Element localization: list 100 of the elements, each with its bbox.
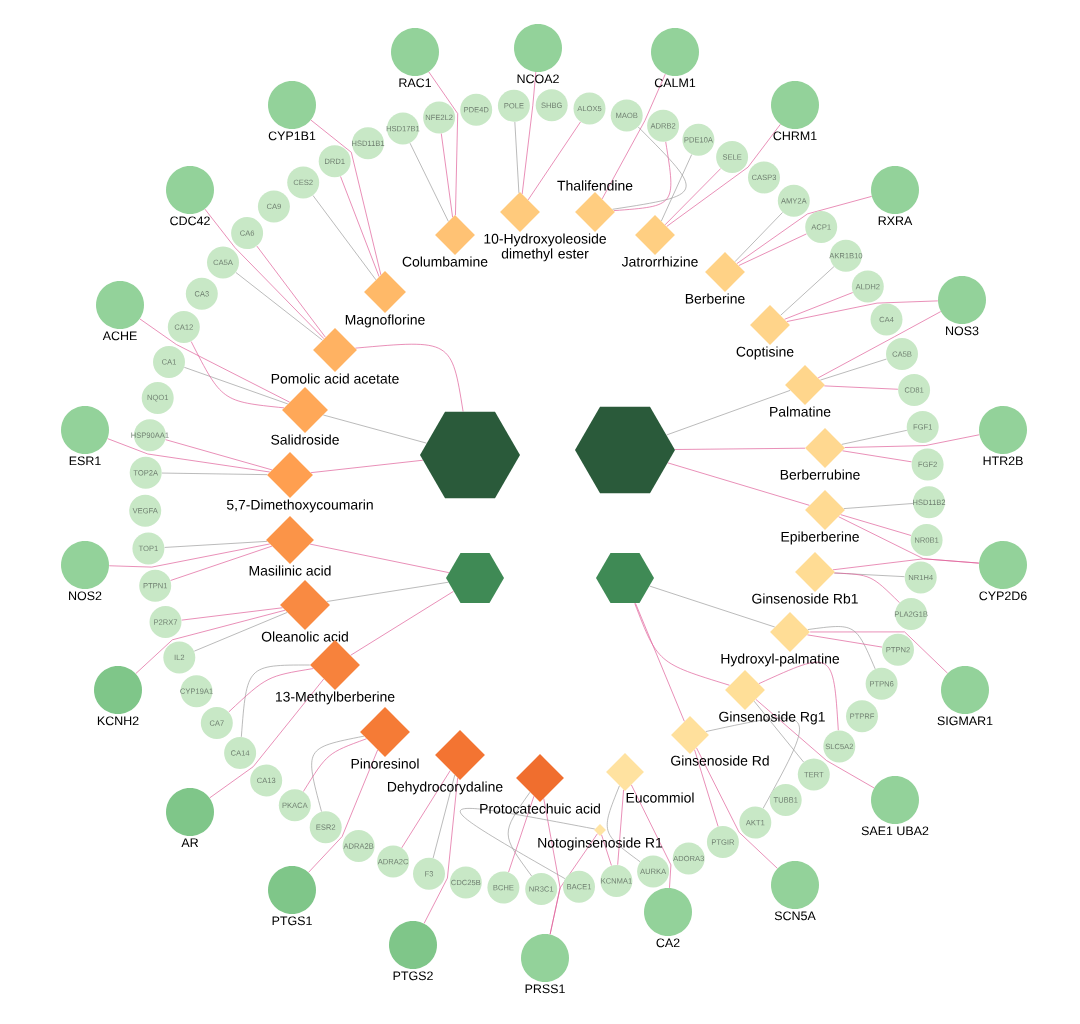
network-edge — [786, 300, 939, 322]
node-label: SCN5A — [774, 911, 816, 921]
network-edge — [758, 661, 839, 731]
node-label: Berberrubine — [780, 469, 860, 480]
network-edge — [674, 447, 806, 450]
node-label: RAC1 — [399, 78, 431, 88]
hexagon-node — [420, 411, 520, 499]
node-label: Ginsenoside Rd — [671, 755, 769, 766]
node-label: Thalifendine — [557, 180, 633, 191]
node-label: NCOA2 — [517, 74, 559, 84]
network-edge — [807, 634, 883, 648]
node-label: Masilinic acid — [249, 565, 331, 576]
node-label: SAE1 UBA2 — [861, 826, 929, 836]
network-edge — [780, 266, 835, 316]
network-edge — [309, 543, 450, 573]
network-edge — [833, 572, 900, 604]
node-label: Jatrorrhizine — [621, 256, 698, 267]
node-label: Protocatechuic acid — [480, 803, 600, 814]
network-edge — [832, 558, 980, 571]
node-label: PTGS2 — [393, 971, 433, 981]
network-edge — [755, 699, 875, 789]
hexagon-node — [596, 552, 654, 604]
network-edge — [734, 212, 783, 263]
node-label: Eucommiol — [626, 792, 694, 803]
node-label: Hydroxyl-palmatine — [721, 653, 840, 667]
network-edge — [355, 343, 464, 412]
node-label: KCNH2 — [97, 716, 139, 726]
node-label: Palmatine — [770, 406, 831, 417]
hexagon-node — [446, 552, 504, 604]
network-edge — [432, 774, 456, 859]
network-edge — [736, 196, 872, 264]
node-label: ACHE — [102, 331, 137, 341]
network-edge — [204, 208, 325, 340]
network-edge — [705, 717, 800, 809]
node-label: Notoginsenoside R1 — [538, 837, 663, 851]
node-label: PRSS1 — [525, 984, 565, 994]
network-edge — [256, 245, 326, 338]
network-edge — [165, 439, 273, 471]
network-edge — [521, 71, 537, 195]
network-edge — [350, 591, 454, 656]
node-label: NOS3 — [946, 326, 979, 336]
network-edge — [809, 631, 948, 674]
node-label: RXRA — [878, 216, 913, 225]
node-label: CYP1B1 — [268, 131, 316, 141]
network-edge — [181, 607, 283, 621]
network-edge — [326, 581, 449, 602]
network-edge — [308, 749, 379, 873]
node-label: NOS2 — [69, 591, 102, 601]
network-edge — [694, 749, 719, 827]
network-edge — [311, 735, 365, 812]
network-edge — [190, 341, 285, 409]
network-edge — [606, 785, 641, 863]
network-edge — [423, 777, 459, 924]
network-edge — [820, 358, 887, 381]
network-edge — [514, 121, 520, 194]
node-label: CA2 — [656, 938, 680, 948]
node-label: Ginsenoside Rb1 — [752, 593, 858, 604]
network-edge — [241, 664, 311, 738]
node-label: 13-Methylberberine — [275, 691, 395, 705]
network-edge — [661, 154, 693, 222]
node-label: CALM1 — [654, 78, 696, 88]
node-label: PTGS1 — [272, 916, 312, 926]
network-edge — [649, 585, 776, 628]
network-edge — [460, 808, 596, 879]
network-edge — [666, 123, 781, 227]
network-edge — [666, 390, 791, 436]
node-label: 5,7-Dimethoxycoumarin — [226, 499, 373, 513]
network-edge — [753, 700, 804, 763]
network-edge — [635, 602, 685, 722]
network-edge — [312, 195, 377, 281]
network-edge — [807, 626, 876, 670]
node-label: CHRM1 — [773, 131, 817, 141]
node-label: Pomolic acid acetate — [271, 373, 399, 384]
network-edge — [228, 668, 314, 713]
network-edge — [612, 126, 687, 210]
network-edge — [784, 292, 854, 320]
network-edge — [738, 233, 807, 266]
network-edge — [235, 272, 323, 341]
network-edge — [108, 543, 271, 568]
node-label: Oleanolic acid — [261, 631, 348, 642]
network-edge — [823, 385, 899, 390]
network-edge — [840, 514, 912, 536]
network-edge — [303, 738, 367, 792]
node-label: CYP2D6 — [979, 591, 1027, 601]
hexagon-node — [575, 406, 675, 494]
node-label: Magnoflorine — [345, 314, 425, 328]
node-label: Coptisine — [736, 346, 794, 360]
network-edge — [139, 318, 290, 403]
network-edge — [135, 609, 286, 674]
network-edge — [631, 784, 672, 889]
node-label: Dehydrocorydaline — [388, 781, 503, 795]
network-edge — [613, 141, 672, 211]
network-edge — [601, 73, 666, 200]
network-edge — [428, 71, 459, 216]
network-edge — [209, 678, 325, 799]
node-label: Ginsenoside Rg1 — [719, 711, 825, 725]
network-edge — [634, 602, 730, 686]
node-label: Epiberberine — [781, 531, 859, 545]
network-edge — [107, 438, 271, 473]
network-edge — [440, 133, 453, 218]
